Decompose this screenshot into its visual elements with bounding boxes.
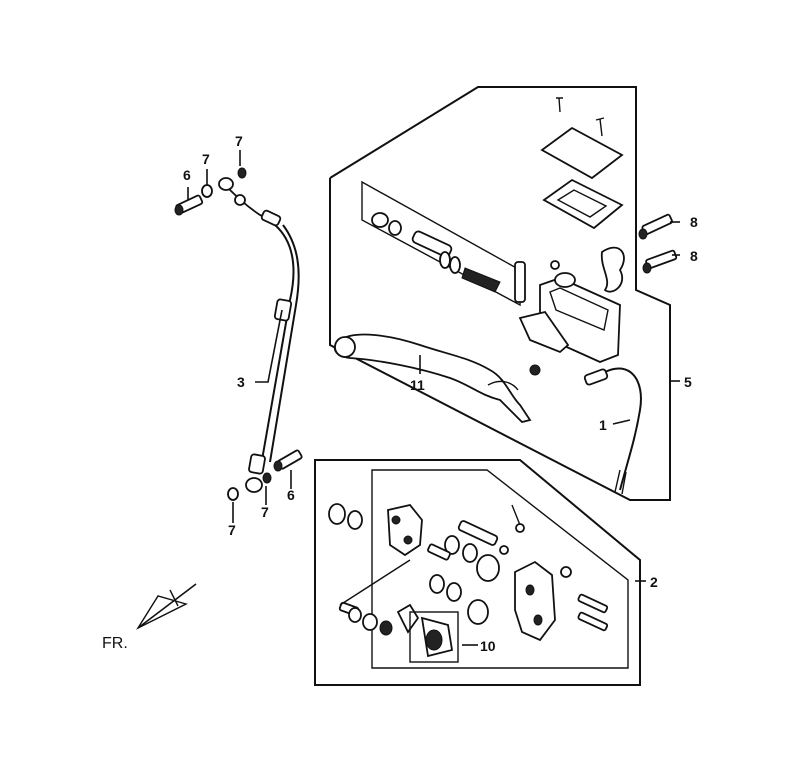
brake-hose (218, 177, 300, 493)
washer-lower-b (262, 472, 272, 484)
washer-lower-a (227, 487, 239, 501)
callout-7-d: 7 (228, 522, 236, 538)
banjo-bolt-lower (273, 449, 303, 472)
callout-6-upper: 6 (183, 167, 191, 183)
callout-8-upper: 8 (690, 214, 698, 230)
piston-kit-panel (361, 180, 521, 307)
brake-pad-box (409, 611, 459, 663)
callout-10: 10 (480, 638, 496, 654)
callout-2: 2 (650, 574, 658, 590)
washer-upper-b (237, 167, 247, 179)
callout-7-b: 7 (235, 133, 243, 149)
brake-switch (583, 367, 642, 495)
leader-lines (187, 150, 680, 646)
callout-8-lower: 8 (690, 248, 698, 264)
caliper-group-outline (314, 459, 641, 686)
callout-7-c: 7 (261, 504, 269, 520)
callout-1: 1 (599, 417, 607, 433)
callout-5: 5 (684, 374, 692, 390)
mount-bolt-upper (638, 213, 673, 240)
brake-lever (333, 333, 532, 423)
front-direction-arrow (136, 583, 197, 630)
reservoir-cap (540, 97, 624, 230)
callout-11: 11 (410, 377, 425, 393)
callout-7-a: 7 (202, 151, 210, 167)
callout-3: 3 (237, 374, 245, 390)
caliper-parts (328, 503, 609, 642)
washer-upper-a (201, 184, 213, 198)
mount-bolt-lower (642, 249, 678, 274)
banjo-bolt-upper (174, 194, 204, 216)
master-cylinder-body (514, 246, 625, 376)
callout-6-lower: 6 (287, 487, 295, 503)
master-cylinder-group-outline (329, 86, 671, 501)
front-direction-label: FR. (102, 635, 128, 652)
callout-numbers: 1 2 3 5 6 6 7 7 7 7 8 8 10 11 (183, 133, 698, 654)
